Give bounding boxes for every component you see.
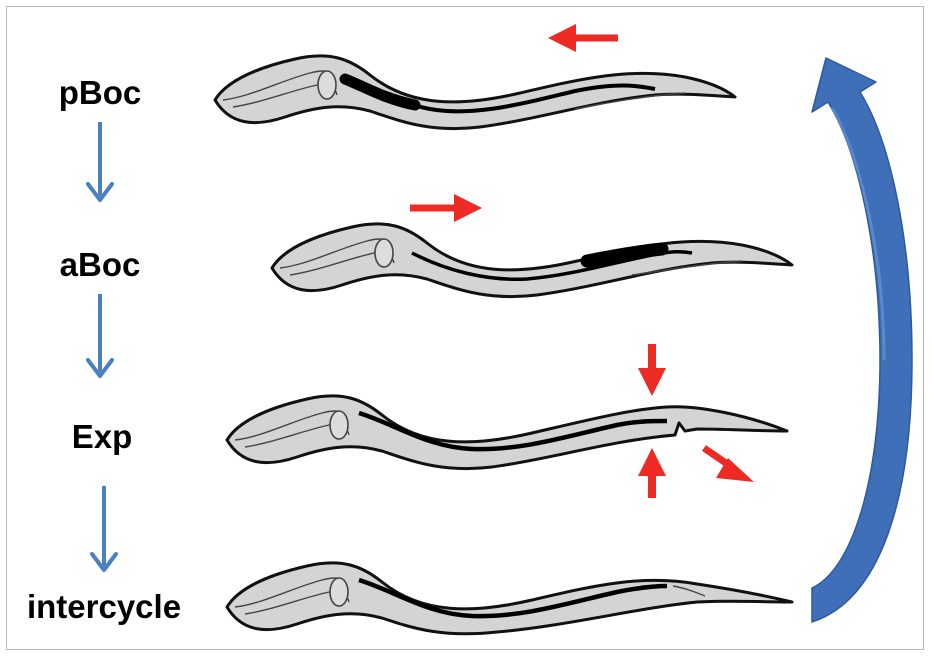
worm-aboc — [272, 224, 792, 297]
motion-arrow-pboc — [548, 24, 618, 52]
motion-arrow-exp-down — [638, 344, 666, 396]
cycle-return-arrow — [812, 58, 912, 622]
flow-arrow-1 — [88, 122, 112, 200]
worm-exp — [227, 396, 787, 469]
flow-arrow-2 — [88, 294, 112, 376]
motion-arrow-aboc — [410, 194, 482, 222]
worm-intercycle — [227, 563, 792, 634]
worm-pboc — [215, 56, 735, 129]
flow-arrow-3 — [92, 486, 116, 570]
motion-arrow-exp-up — [638, 448, 666, 498]
motion-arrow-exp-expel — [704, 448, 754, 482]
